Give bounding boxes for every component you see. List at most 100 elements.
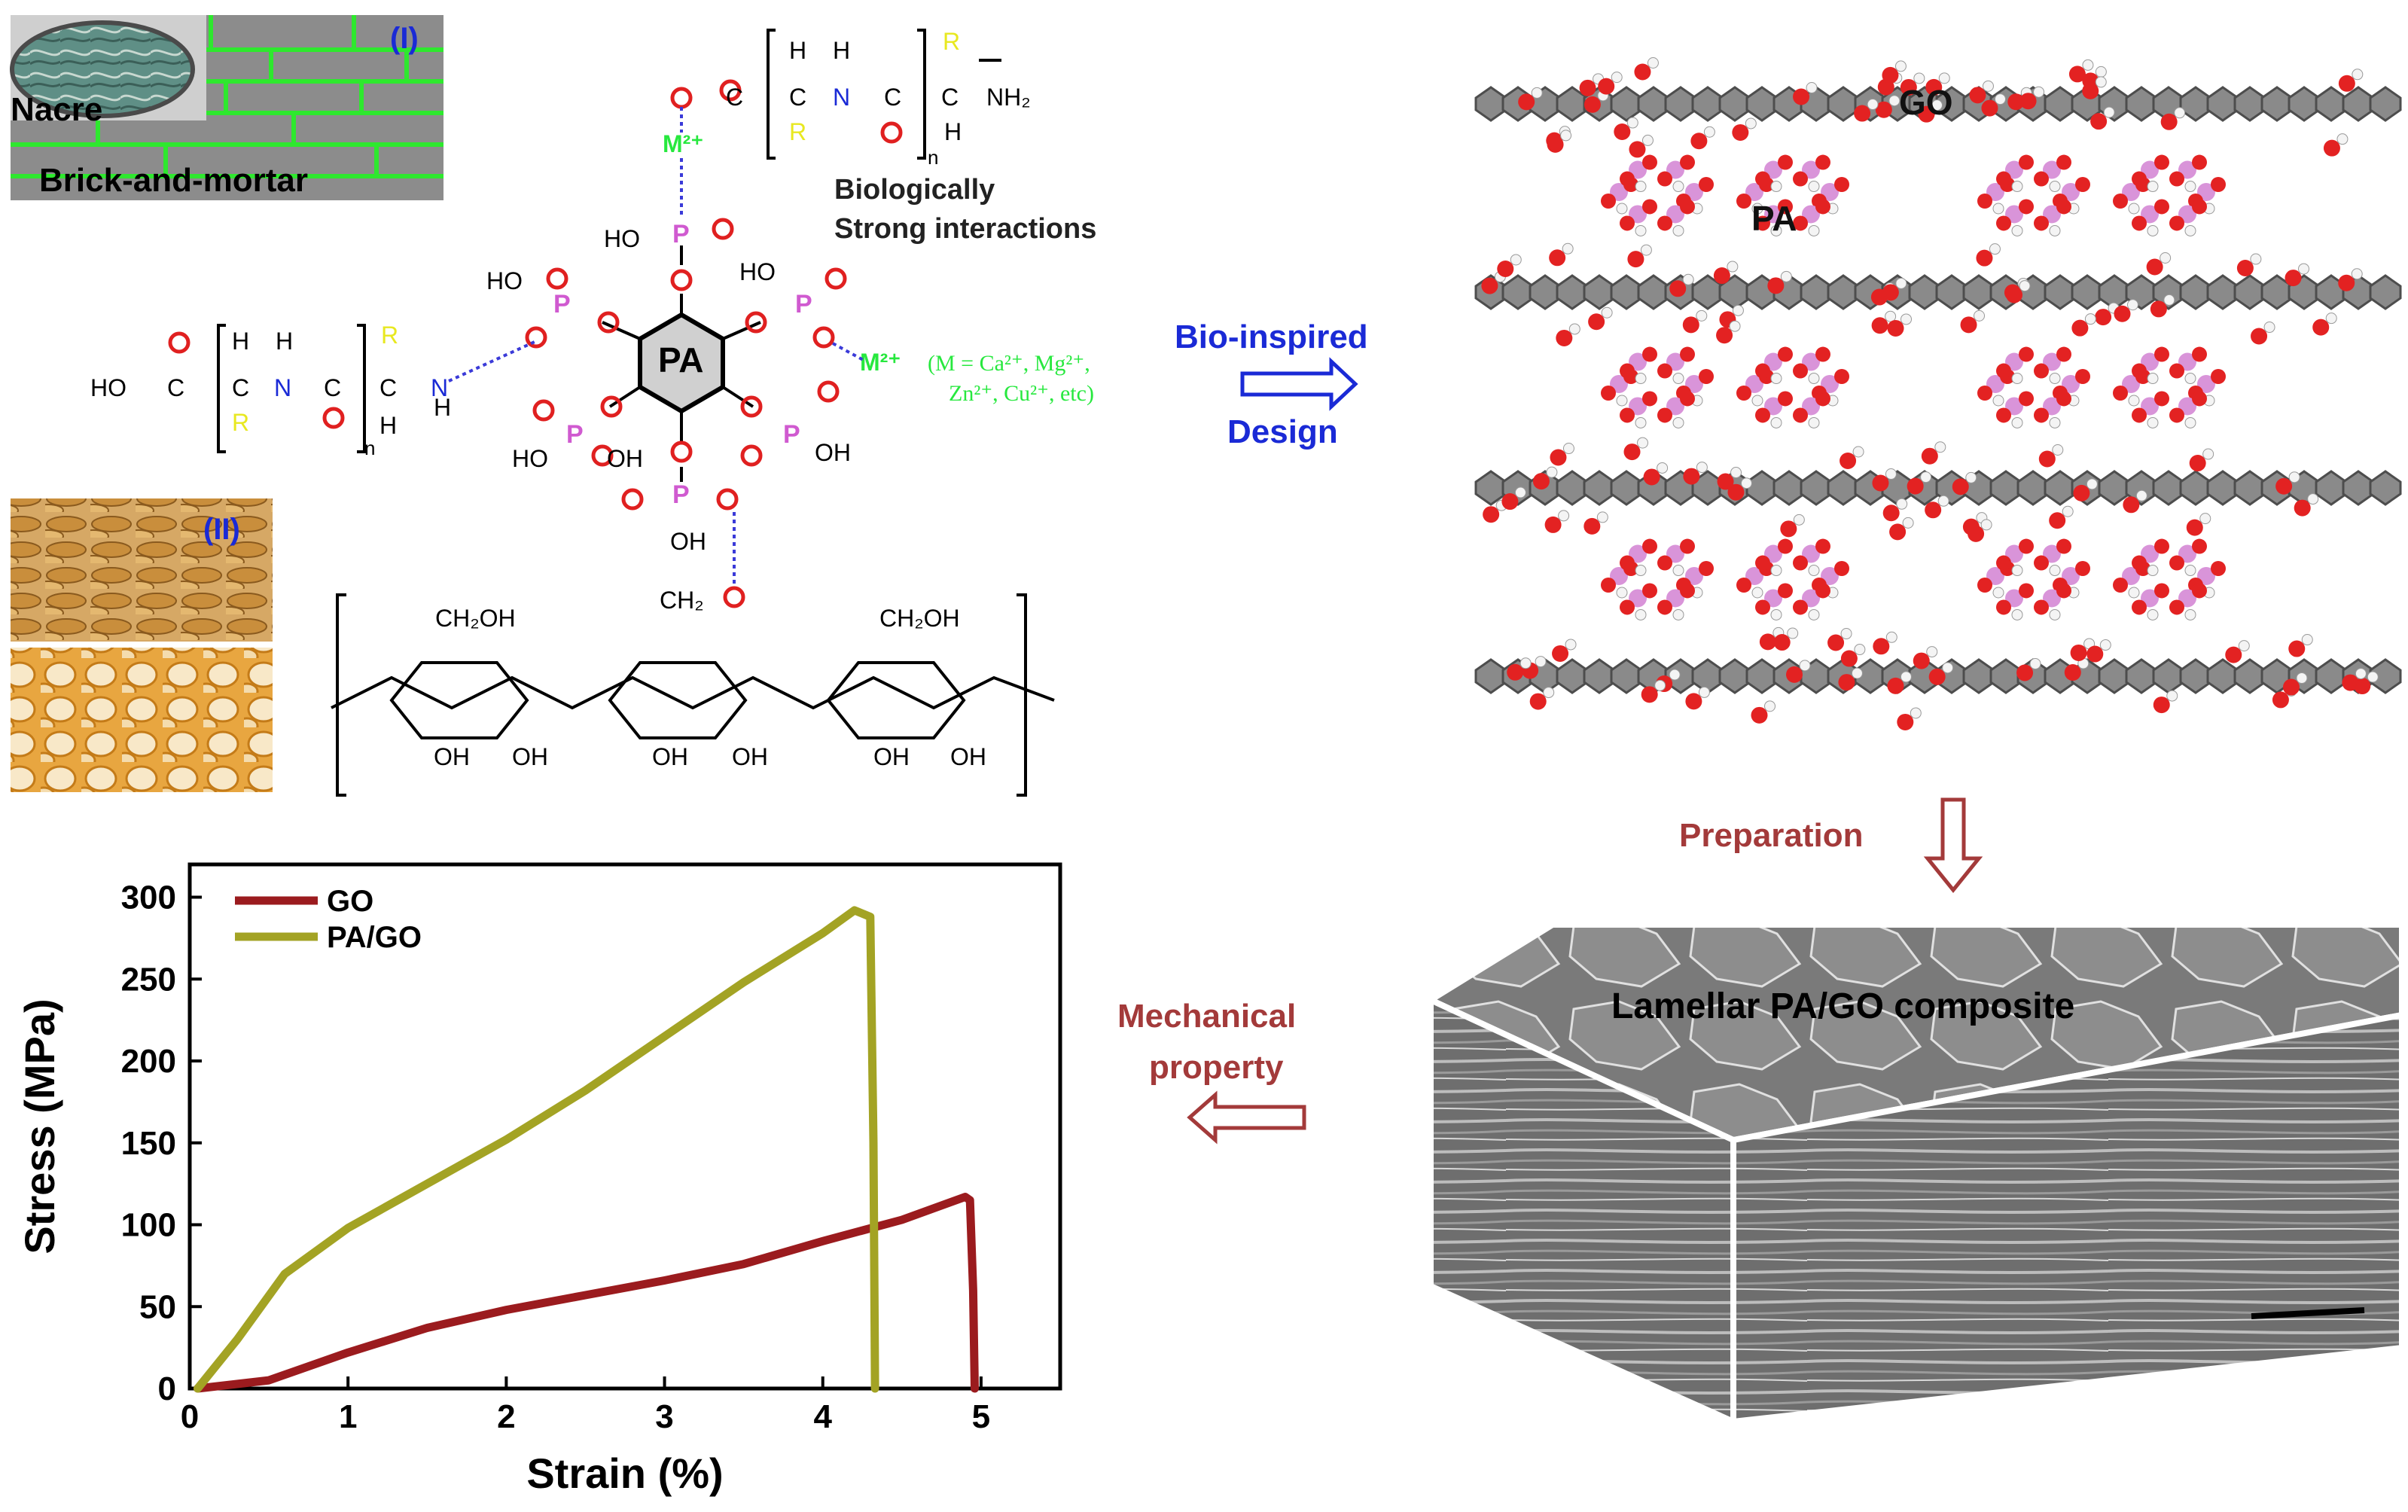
pa-ring-label: PA bbox=[658, 340, 704, 380]
oxygen-atom bbox=[2086, 645, 2104, 663]
preparation-arrow-shape bbox=[1923, 797, 1983, 893]
oxygen-atom bbox=[2056, 391, 2071, 407]
hydrogen-atom bbox=[2355, 668, 2367, 680]
hydrogen-atom bbox=[1654, 679, 1666, 691]
hydrogen-atom bbox=[1635, 608, 1647, 620]
oxygen-atom bbox=[1751, 706, 1768, 724]
oxygen-atom bbox=[2189, 455, 2206, 472]
hydrogen-atom bbox=[2033, 86, 2045, 98]
oxygen-atom bbox=[2211, 369, 2226, 384]
go-sheet bbox=[1474, 626, 2402, 730]
oxygen-atom bbox=[1815, 391, 1830, 407]
hydrogen-atom bbox=[2184, 565, 2196, 577]
oh-label: OH bbox=[670, 528, 706, 555]
oxygen-atom bbox=[1620, 171, 1635, 187]
oxygen-atom bbox=[1815, 538, 1830, 554]
hydrogen-atom bbox=[2011, 373, 2023, 385]
oxygen-atom bbox=[2132, 171, 2147, 187]
hydrogen-atom bbox=[1900, 671, 1912, 683]
hydrogen-atom bbox=[1902, 517, 1914, 529]
hydrogen-atom bbox=[1519, 657, 1532, 669]
hydrogen-atom bbox=[1562, 443, 1574, 455]
hydrogen-atom bbox=[1992, 203, 2004, 215]
hydrogen-atom bbox=[1894, 60, 1907, 72]
oxygen-atom bbox=[1838, 674, 1855, 691]
p-atom: P bbox=[783, 420, 800, 449]
hydrogen-atom bbox=[1596, 511, 1608, 523]
oxygen-atom bbox=[1759, 633, 1776, 651]
oxygen-atom bbox=[1680, 583, 1695, 599]
oxygen-atom bbox=[1786, 666, 1803, 683]
y-tick-label: 200 bbox=[121, 1043, 176, 1080]
oxygen-atom bbox=[2113, 194, 2128, 209]
hydrogen-atom bbox=[1635, 224, 1647, 236]
h-atom: H bbox=[379, 412, 397, 439]
oxygen-atom bbox=[1727, 483, 1745, 501]
oxygen-atom bbox=[1481, 277, 1498, 294]
scale-bar bbox=[2251, 1307, 2365, 1319]
oxygen-atom bbox=[1778, 583, 1793, 599]
oxygen-atom bbox=[2132, 555, 2147, 571]
oxygen-atom bbox=[1620, 599, 1635, 615]
pa-layer bbox=[1601, 346, 2226, 428]
hydrogen-atom bbox=[2336, 133, 2349, 145]
oxygen-atom bbox=[1642, 346, 1657, 362]
oxygen-atom bbox=[2068, 66, 2086, 83]
oxygen-atom bbox=[2294, 499, 2311, 517]
hydrogen-atom bbox=[2174, 107, 2186, 119]
oxygen-atom bbox=[2064, 664, 2081, 681]
oxygen-atom bbox=[1815, 199, 1830, 215]
r-group: R bbox=[943, 28, 960, 55]
hydrogen-atom bbox=[1980, 519, 1992, 531]
hydrogen-atom bbox=[1989, 243, 2001, 255]
oxygen-atom bbox=[1827, 634, 1845, 651]
oxygen-atom bbox=[1657, 171, 1672, 187]
hydrogen-atom bbox=[2103, 106, 2115, 118]
oxygen-atom bbox=[1968, 525, 1985, 542]
oxygen-atom bbox=[1642, 154, 1657, 170]
hydrogen-atom bbox=[2184, 373, 2196, 385]
hydrogen-atom bbox=[2011, 565, 2023, 577]
grain-photo-top bbox=[11, 498, 273, 642]
oxygen-atom bbox=[1778, 538, 1793, 554]
hydrogen-atom bbox=[2011, 608, 2023, 620]
repeat-n: n bbox=[928, 146, 938, 169]
oxygen-atom bbox=[1680, 538, 1695, 554]
oxygen-atom bbox=[1657, 599, 1672, 615]
oxygen-atom bbox=[1680, 199, 1695, 215]
hydrogen-atom bbox=[1560, 130, 1572, 142]
oxygen-atom bbox=[1913, 652, 1930, 669]
oxygen-atom bbox=[2019, 199, 2034, 215]
oxygen-atom bbox=[1952, 478, 1969, 495]
oxygen-atom bbox=[1755, 171, 1770, 187]
y-tick-label: 150 bbox=[121, 1125, 176, 1162]
hydrogen-atom bbox=[1535, 656, 1547, 668]
oxygen-atom bbox=[1778, 199, 1793, 215]
hydrogen-atom bbox=[1808, 181, 1820, 193]
oxygen-atom bbox=[2169, 555, 2184, 571]
oxygen-atom bbox=[1547, 136, 1564, 153]
y-tick-label: 100 bbox=[121, 1207, 176, 1244]
oxygen-atom bbox=[2082, 82, 2099, 99]
legend-label: GO bbox=[327, 885, 373, 918]
hydrogen-atom bbox=[2147, 181, 2159, 193]
oxygen-atom bbox=[1840, 650, 1858, 667]
r-group: R bbox=[381, 322, 398, 349]
oxygen-atom bbox=[2169, 171, 2184, 187]
oxygen-atom bbox=[1601, 578, 1616, 593]
oxygen-atom bbox=[2019, 583, 2034, 599]
oh-label: OH bbox=[950, 743, 986, 770]
oxygen-atom bbox=[1793, 215, 1808, 231]
oxygen-atom bbox=[2275, 477, 2293, 495]
hydrogen-atom bbox=[1938, 72, 1950, 84]
oxygen-atom bbox=[1996, 407, 2011, 423]
oxygen-atom bbox=[2075, 369, 2090, 384]
hydrogen-atom bbox=[1616, 395, 1628, 407]
oxygen-atom bbox=[2323, 139, 2340, 157]
hydrogen-atom bbox=[2128, 587, 2140, 599]
c-atom: C bbox=[941, 84, 959, 111]
oxygen-atom bbox=[1620, 363, 1635, 379]
oxygen-atom bbox=[2169, 407, 2184, 423]
oxygen-atom bbox=[1529, 693, 1547, 710]
